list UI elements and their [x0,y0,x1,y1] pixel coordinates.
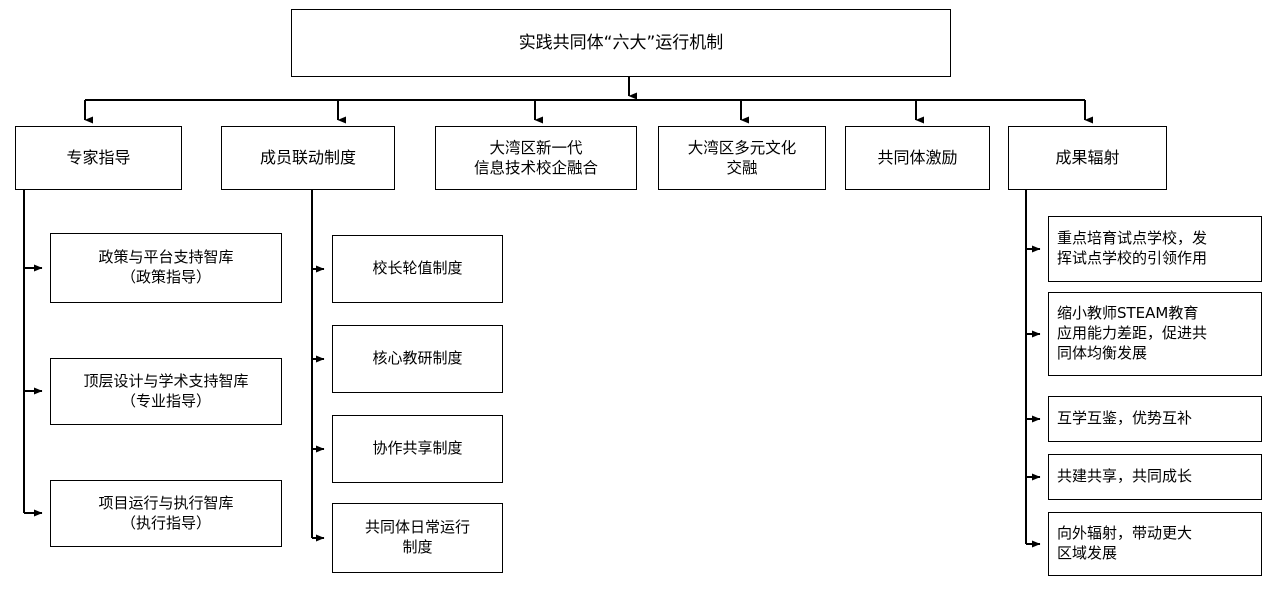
node-achievement-radiation[interactable]: 成果辐射 [1008,126,1167,190]
node-community-daily-operation-system[interactable]: 共同体日常运行 制度 [332,503,503,573]
node-pilot-school-cultivation[interactable]: 重点培育试点学校，发 挥试点学校的引领作用 [1048,216,1262,282]
node-principal-rotation-system[interactable]: 校长轮值制度 [332,235,503,303]
node-label: 共建共享，共同成长 [1057,467,1193,486]
node-label: 成员联动制度 [259,148,356,168]
node-outward-radiation[interactable]: 向外辐射，带动更大 区域发展 [1048,512,1262,576]
node-expert-guidance[interactable]: 专家指导 [15,126,182,190]
node-bay-area-multiculture[interactable]: 大湾区多元文化 交融 [658,126,826,190]
node-label: 校长轮值制度 [372,259,463,278]
node-root-title[interactable]: 实践共同体“六大”运行机制 [291,9,951,77]
node-label: 成果辐射 [1055,148,1120,168]
node-toplevel-academic-thinktank[interactable]: 顶层设计与学术支持智库 （专业指导） [50,358,282,425]
node-label: 协作共享制度 [372,439,463,458]
node-label: 互学互鉴，优势互补 [1057,409,1193,428]
node-label: 缩小教师STEAM教育 应用能力差距，促进共 同体均衡发展 [1057,304,1208,362]
node-collaborative-sharing-system[interactable]: 协作共享制度 [332,415,503,483]
node-label: 核心教研制度 [372,349,463,368]
node-label: 顶层设计与学术支持智库 （专业指导） [83,371,249,410]
node-label: 共同体激励 [877,148,958,168]
node-member-linkage-system[interactable]: 成员联动制度 [221,126,395,190]
node-label: 共同体日常运行 制度 [364,518,470,556]
node-core-teaching-research-system[interactable]: 核心教研制度 [332,325,503,393]
node-label: 重点培育试点学校，发 挥试点学校的引领作用 [1057,229,1208,267]
node-policy-platform-thinktank[interactable]: 政策与平台支持智库 （政策指导） [50,233,282,303]
node-cobuild-coshare-grow[interactable]: 共建共享，共同成长 [1048,454,1262,500]
node-label: 向外辐射，带动更大 区域发展 [1057,524,1193,562]
node-label: 专家指导 [66,148,131,168]
node-community-incentive[interactable]: 共同体激励 [845,126,990,190]
node-steam-capability-gap[interactable]: 缩小教师STEAM教育 应用能力差距，促进共 同体均衡发展 [1048,292,1262,376]
node-label: 项目运行与执行智库 （执行指导） [98,493,234,532]
node-label: 大湾区新一代 信息技术校企融合 [473,138,598,177]
node-label: 大湾区多元文化 交融 [687,138,797,177]
node-label: 政策与平台支持智库 （政策指导） [98,248,234,286]
node-bay-area-new-gen-it[interactable]: 大湾区新一代 信息技术校企融合 [435,126,637,190]
node-root-label: 实践共同体“六大”运行机制 [518,32,724,53]
node-project-execution-thinktank[interactable]: 项目运行与执行智库 （执行指导） [50,480,282,547]
node-mutual-learning[interactable]: 互学互鉴，优势互补 [1048,396,1262,442]
